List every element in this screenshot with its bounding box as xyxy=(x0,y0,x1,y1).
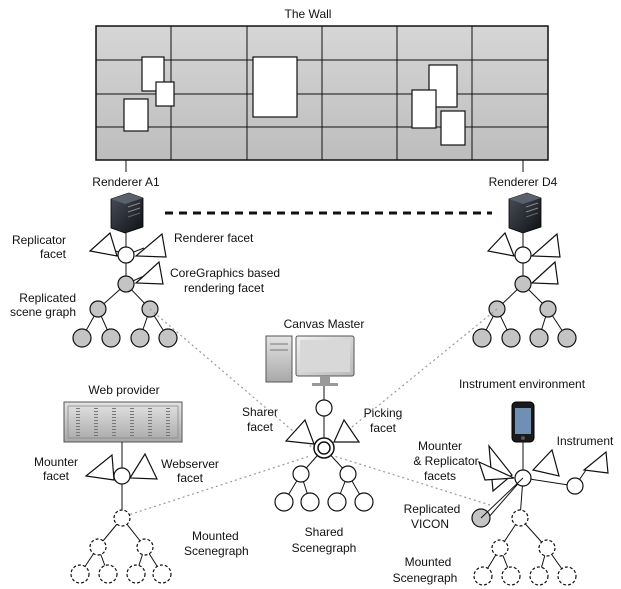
canvas-master-node xyxy=(315,399,333,417)
replicator-node xyxy=(514,246,532,264)
renderer-a1-label: Renderer A1 xyxy=(92,175,160,189)
scene-graph-nodes xyxy=(472,300,577,348)
mounted-scenegraph-label: Mounted xyxy=(192,529,239,543)
webserver-facet-label: Webserver xyxy=(161,457,219,471)
shared-graph-lines xyxy=(283,416,365,503)
mounted-scenegraph-label: Scenegraph xyxy=(184,544,249,558)
server-icon xyxy=(110,192,144,234)
mounter-replicator-label: Mounter xyxy=(418,439,462,453)
wall-windows xyxy=(123,56,466,146)
mounter-replicator-label: & Replicator xyxy=(413,454,478,468)
replicated-vicon-label: Replicated xyxy=(404,502,461,516)
scene-graph-nodes xyxy=(72,300,178,348)
mounter-replicator-label: facets xyxy=(424,469,456,483)
coregraphics-facet-label: rendering facet xyxy=(184,281,265,295)
picking-facet-label: Picking xyxy=(364,406,403,420)
mounter-facet-label: Mounter xyxy=(34,455,78,469)
computer-icon xyxy=(265,335,355,386)
sharer-facet-label: facet xyxy=(247,420,274,434)
picking-facet-label: facet xyxy=(370,421,397,435)
mounter-facet-label: facet xyxy=(43,469,70,483)
facet-triangle xyxy=(84,452,158,481)
renderer-d4-label: Renderer D4 xyxy=(489,175,558,189)
facet-triangle xyxy=(284,418,361,445)
web-provider-label: Web provider xyxy=(88,383,159,397)
shared-root-node-inner xyxy=(317,441,331,455)
mounted-scenegraph-label: Mounted xyxy=(405,555,452,569)
replicator-node xyxy=(117,246,135,264)
canvas-master-label: Canvas Master xyxy=(284,317,365,331)
webserver-facet-label: facet xyxy=(177,471,204,485)
instrument-environment-label: Instrument environment xyxy=(459,377,586,391)
web-node xyxy=(113,467,131,485)
wall-grid xyxy=(96,26,548,160)
coregraphics-facet-label: CoreGraphics based xyxy=(170,266,280,280)
instrument-node xyxy=(566,477,584,495)
mounted-scenegraph-label: Scenegraph xyxy=(393,571,458,585)
shared-scenegraph-label: Scenegraph xyxy=(292,541,357,555)
facet-triangle xyxy=(477,444,609,493)
replicated-vicon-label: VICON xyxy=(411,517,449,531)
replicator-facet-label: facet xyxy=(40,247,67,261)
server-icon xyxy=(508,192,542,234)
facet-triangle xyxy=(486,231,561,285)
web-server-icon xyxy=(63,401,183,443)
mounted-scenegraph-nodes xyxy=(473,509,577,586)
replicator-facet-label: Replicator xyxy=(12,233,66,247)
shared-scenegraph-nodes xyxy=(274,465,374,512)
scene-root-node xyxy=(514,275,532,293)
the-wall: The Wall xyxy=(95,7,549,161)
sharer-facet-label: Sharer xyxy=(242,405,278,419)
wall-title: The Wall xyxy=(285,7,332,21)
scene-root-node xyxy=(117,275,135,293)
dotted-connections xyxy=(115,308,498,520)
mounted-scenegraph-nodes xyxy=(70,509,172,584)
facet-triangle xyxy=(88,231,167,285)
replicated-scene-graph-label: scene graph xyxy=(10,305,76,319)
phone-icon xyxy=(511,401,535,443)
shared-scenegraph-label: Shared xyxy=(305,525,344,539)
instrument-label: Instrument xyxy=(557,434,614,448)
replicated-scene-graph-label: Replicated xyxy=(19,291,76,305)
renderer-facet-label: Renderer facet xyxy=(174,231,254,245)
